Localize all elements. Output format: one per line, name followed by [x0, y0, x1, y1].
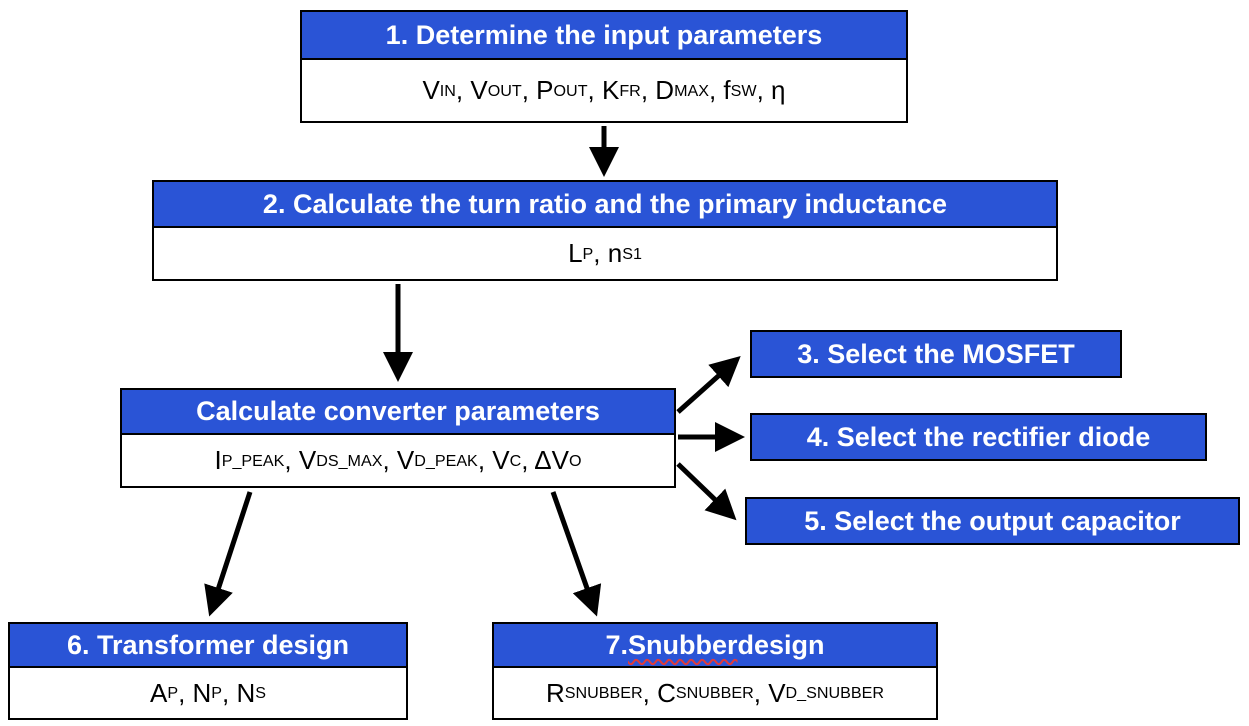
box-step7-title: 7. Snubber design [492, 622, 938, 668]
box-step2-turn-ratio: 2. Calculate the turn ratio and the prim… [152, 180, 1058, 281]
arrow-converter-to-snubber [550, 491, 602, 617]
arrow-converter-to-mosfet [676, 356, 741, 414]
box-step1-title: 1. Determine the input parameters [300, 10, 908, 60]
box-step2-title: 2. Calculate the turn ratio and the prim… [152, 180, 1058, 228]
box-converter-title: Calculate converter parameters [120, 388, 676, 435]
arrow-converter-to-transformer [204, 491, 253, 617]
box-step6-title: 6. Transformer design [8, 622, 408, 668]
box-step3-select-mosfet: 3. Select the MOSFET [750, 330, 1122, 378]
arrow-converter-to-capacitor [676, 462, 737, 521]
box-step4-select-rectifier-diode: 4. Select the rectifier diode [750, 413, 1207, 461]
box-step5-select-output-capacitor: 5. Select the output capacitor [745, 497, 1240, 545]
